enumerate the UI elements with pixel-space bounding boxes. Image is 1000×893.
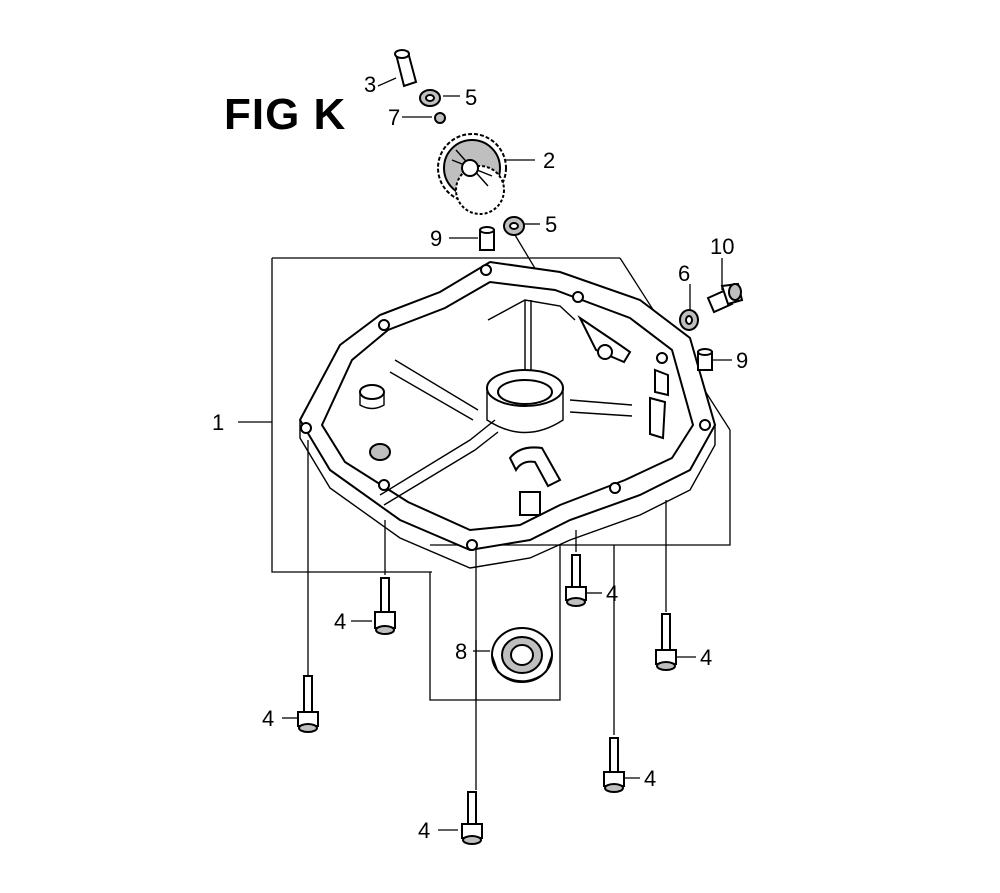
shaft-pin-icon — [394, 49, 418, 88]
oil-seal-icon — [491, 627, 553, 683]
washer-icon — [419, 89, 525, 236]
callout-4-d: 4 — [700, 645, 712, 670]
callout-5-top: 5 — [465, 85, 477, 110]
callout-4-a: 4 — [334, 609, 346, 634]
callout-3: 3 — [364, 72, 376, 97]
callout-6: 6 — [678, 261, 690, 286]
callout-4-e: 4 — [644, 766, 656, 791]
flange-bolt-icon — [297, 554, 677, 845]
clip-icon — [434, 112, 446, 124]
drain-plug-icon — [706, 282, 744, 314]
callout-4-f: 4 — [418, 818, 430, 843]
callout-8: 8 — [455, 639, 467, 664]
governor-gear-icon — [437, 133, 507, 215]
dowel-pin-icon — [479, 226, 713, 371]
figure-title: FIG K — [224, 90, 347, 139]
oil-pan-case-icon — [298, 260, 717, 569]
callout-9-right: 9 — [736, 348, 748, 373]
callout-1: 1 — [212, 410, 224, 435]
callout-5-lower: 5 — [545, 212, 557, 237]
callout-9-left: 9 — [430, 226, 442, 251]
callout-4-c: 4 — [606, 581, 618, 606]
callout-4-b: 4 — [262, 706, 274, 731]
callout-10: 10 — [710, 234, 734, 259]
callout-2: 2 — [543, 148, 555, 173]
sealing-washer-icon — [679, 309, 699, 331]
callout-labels: 1 2 3 5 7 5 9 6 10 9 8 4 4 4 4 4 4 — [212, 72, 748, 843]
callout-7: 7 — [388, 105, 400, 130]
